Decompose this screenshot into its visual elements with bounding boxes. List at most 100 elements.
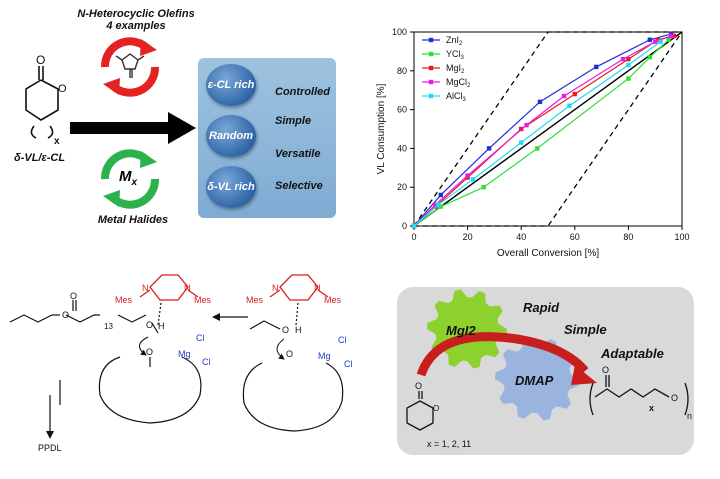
series-point-ZnI2-3: [537, 99, 543, 105]
carbonyl-o-1: O: [70, 291, 77, 301]
carbonyl-o: O: [36, 53, 45, 67]
nhc-n-left: N: [142, 283, 149, 293]
nhc-n-left-2: N: [272, 283, 279, 293]
legend-marker-MgCl2: [428, 79, 434, 85]
lactone-o-1: O: [146, 347, 153, 357]
word-simple: Simple: [275, 115, 312, 127]
metal-x: x: [131, 177, 138, 188]
metal-symbol: Mx: [119, 168, 137, 188]
y-tick-label-40: 40: [397, 143, 407, 153]
mes-right-2: Mes: [324, 295, 342, 305]
monomer-label: δ-VL/ε-CL: [14, 152, 66, 164]
sub-x-label: x: [54, 136, 60, 147]
x-tick-label-40: 40: [516, 232, 526, 242]
cl-2b: Cl: [344, 359, 353, 369]
series-point-MgCl2-6: [653, 39, 658, 44]
dashed-bound-1: [414, 31, 683, 227]
gp-x-values: x = 1, 2, 11: [427, 439, 471, 449]
series-line-MgCl2: [413, 35, 672, 227]
lactone-o-2: O: [286, 349, 293, 359]
circle-ecl-rich: ε-CL rich: [206, 64, 256, 106]
mes-left-2: Mes: [246, 295, 264, 305]
metal-halides-label: Metal Halides: [97, 214, 169, 226]
series-point-AlCl3-6: [658, 39, 663, 44]
word-adaptable: Adaptable: [601, 346, 664, 361]
gray-panel-graphics: O O x = 1, 2, 11 O O x n: [406, 289, 692, 449]
series-point-MgCl2-5: [620, 56, 626, 62]
gp-sub-n: n: [687, 411, 692, 421]
lactone-structure: O O x: [25, 53, 67, 147]
legend-label-MgCl2: MgCl2: [446, 77, 471, 89]
series-point-ZnI2-1: [438, 192, 443, 198]
y-tick-label-60: 60: [397, 105, 407, 115]
y-tick-label-80: 80: [397, 66, 407, 76]
series-point-YCl3-4: [626, 76, 631, 81]
legend-marker-YCl3: [428, 51, 434, 57]
legend-marker-MgI2: [428, 65, 434, 71]
series-point-MgI2-4: [572, 91, 577, 97]
series-point-AlCl3-3: [519, 140, 524, 145]
ppdl-label: PPDL: [38, 443, 62, 453]
series-point-MgCl2-1: [433, 202, 438, 207]
gear-mgi2-text: MgI2: [446, 323, 476, 338]
blue-gear-shape: [495, 337, 579, 421]
green-cycle-icon: [100, 149, 160, 209]
gp-polymer-o1: O: [602, 365, 609, 375]
y-tick-label-100: 100: [392, 27, 407, 37]
series-point-YCl3-2: [481, 185, 486, 190]
legend-marker-ZnI2: [428, 37, 434, 43]
legend-marker-AlCl3: [428, 93, 434, 99]
series-point-MgCl2-7: [669, 33, 674, 39]
series-point-MgCl2-3: [524, 122, 529, 128]
series-point-YCl3-5: [647, 55, 653, 60]
cl-1b: Cl: [202, 357, 211, 367]
subscript-13: 13: [104, 322, 113, 331]
ring-o: O: [58, 83, 67, 95]
alkoxide-o-1: O: [146, 320, 153, 330]
cl-2a: Cl: [338, 335, 347, 345]
series-point-MgCl2-2: [465, 173, 470, 178]
series-point-AlCl3-1: [435, 202, 441, 207]
top-left-scheme: N-Heterocyclic Olefins 4 examples O O x …: [0, 0, 200, 240]
series-point-MgI2-6: [655, 37, 661, 42]
reaction-arrow-icon: [70, 112, 196, 144]
series-point-AlCl3-5: [626, 62, 631, 68]
mechanism-scheme: N N Mes Mes O O 13 O H O Mg Cl Cl PPDL N…: [9, 274, 353, 453]
x-axis-label: Overall Conversion [%]: [497, 248, 599, 259]
series-point-AlCl3-4: [567, 103, 572, 108]
mg-2: Mg: [318, 351, 331, 361]
word-controlled: Controlled: [275, 86, 330, 98]
mes-left-1: Mes: [115, 295, 133, 305]
word-simple-gray: Simple: [564, 322, 607, 337]
metal-m: M: [119, 168, 132, 185]
x-tick-label-80: 80: [623, 232, 633, 242]
series-point-YCl3-6: [666, 37, 671, 42]
cl-1a: Cl: [196, 333, 205, 343]
nhc-n-right: N: [184, 283, 191, 293]
reference-line: [413, 31, 683, 227]
dashed-bound-0: [413, 31, 682, 227]
legend-label-AlCl3: AlCl3: [446, 91, 467, 103]
y-axis-label: VL Consumption [%]: [376, 83, 387, 174]
series-point-ZnI2-5: [647, 37, 653, 42]
legend-label-YCl3: YCl3: [446, 49, 465, 61]
nho-title-line1: N-Heterocyclic Olefins: [77, 8, 195, 20]
hydrogen-1: H: [158, 321, 165, 331]
nho-title-line2: 4 examples: [106, 20, 166, 32]
series-point-YCl3-3: [535, 146, 540, 151]
series-point-MgI2-5: [626, 56, 631, 62]
blue-gear-icon: [495, 337, 579, 421]
series-point-AlCl3-0: [411, 223, 417, 229]
series-point-AlCl3-2: [470, 177, 476, 182]
mes-right-1: Mes: [194, 295, 212, 305]
gear-dmap-label: DMAP: [515, 373, 554, 388]
legend-label-MgI2: MgI2: [446, 63, 465, 75]
red-cycle-icon: [100, 37, 160, 97]
hydrogen-2: H: [295, 325, 302, 335]
gp-carbonyl-o: O: [415, 381, 422, 391]
x-tick-label-20: 20: [463, 232, 473, 242]
circle-dvl-rich: δ-VL rich: [206, 166, 256, 208]
nhc-n-right-2: N: [314, 283, 321, 293]
word-selective: Selective: [275, 180, 323, 192]
